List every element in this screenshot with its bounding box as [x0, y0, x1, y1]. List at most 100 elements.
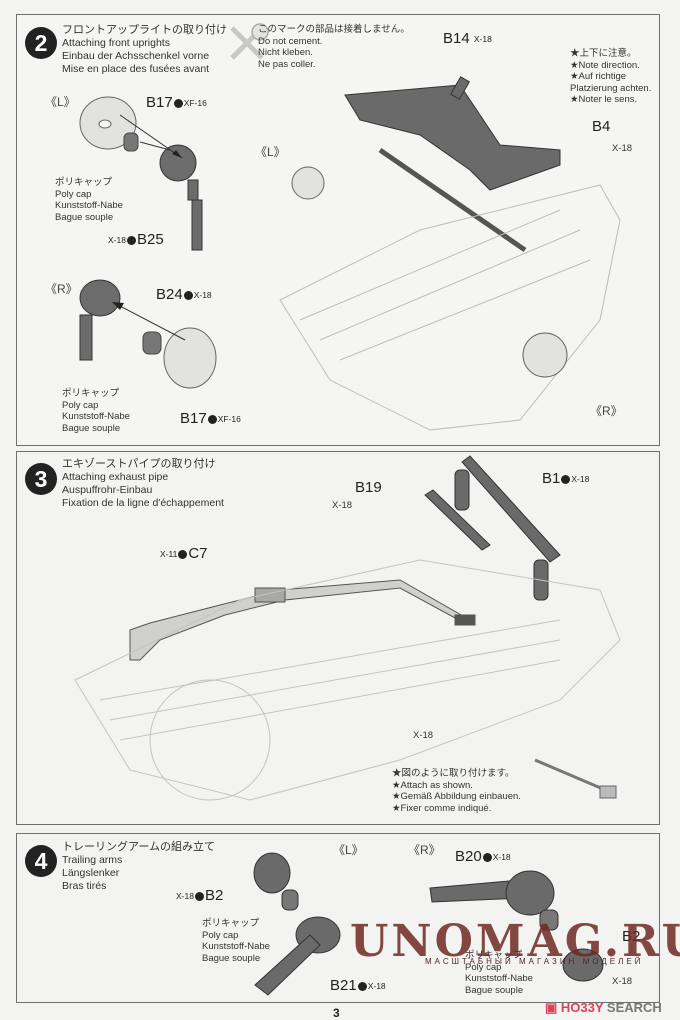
rear-crossmember-illustration: [424, 455, 561, 601]
attach-note: ★図のように取り付けます。 ★Attach as shown. ★Gemäß A…: [392, 768, 521, 814]
note-en: ★Note direction.: [570, 59, 640, 71]
step-number-badge: 4: [25, 845, 57, 877]
paint-code: X-18: [612, 143, 633, 154]
part-id: C7: [188, 545, 208, 562]
paint-code: X-18: [193, 290, 212, 301]
part-id: B17: [180, 410, 207, 427]
no-cement-en: Do not cement.: [258, 35, 323, 47]
paint-code: X-18: [367, 981, 386, 992]
paint-code: XF-16: [183, 98, 207, 109]
part-id: B1: [542, 470, 561, 487]
polycap-jp: ポリキャップ: [55, 177, 113, 188]
left-hub-illustration: [291, 166, 325, 200]
watermark-subtitle: МАСШТАБНЫЙ МАГАЗИН МОДЕЛЕЙ: [425, 957, 644, 966]
polycap-note: ポリキャップ Poly cap Kunststoff-Nabe Bague so…: [62, 388, 130, 434]
polycap-en: Poly cap: [202, 929, 239, 941]
polycap-fr: Bague souple: [62, 422, 121, 434]
chassis-outline: [279, 184, 621, 431]
poly-cap-illustration: [123, 132, 139, 152]
note-jp: ★上下に注意。: [570, 48, 637, 59]
trailing-arm-r-illustration: [429, 870, 604, 982]
paint-icon: [178, 549, 188, 559]
paint-icon: [561, 474, 571, 484]
paint-icon: [194, 891, 204, 901]
side-label-right-main: 《R》: [590, 404, 623, 418]
polycap-note: ポリキャップ Poly cap Kunststoff-Nabe Bague so…: [202, 918, 270, 964]
step-number-badge: 3: [25, 463, 57, 495]
part-id: B21: [330, 977, 357, 994]
front-subframe-illustration: [344, 76, 561, 191]
polycap-note: ポリキャップ Poly cap Kunststoff-Nabe Bague so…: [465, 950, 533, 996]
step-4-panel: [16, 833, 660, 1003]
title-en: Attaching front uprights: [62, 37, 170, 49]
polycap-en: Poly cap: [55, 188, 92, 200]
part-label: B24 X-18: [156, 286, 212, 303]
right-hub-illustration: [522, 332, 568, 378]
inset-detail-illustration: [534, 758, 617, 799]
title-fr: Bras tirés: [62, 880, 107, 892]
title-en: Trailing arms: [62, 854, 123, 866]
part-id: B24: [156, 286, 183, 303]
part-label: B21 X-18: [330, 977, 386, 994]
paint-icon: [207, 414, 217, 424]
paint-code: X-18: [492, 852, 511, 863]
note-en: ★Attach as shown.: [392, 779, 473, 791]
paint-code: X-18: [332, 500, 353, 511]
no-cement-fr: Ne pas coller.: [258, 58, 316, 70]
title-jp: エキゾーストパイプの取り付け: [62, 458, 216, 470]
title-jp: フロントアップライトの取り付け: [62, 24, 227, 36]
paint-code: XF-16: [217, 414, 241, 425]
brake-disc-r-illustration: [163, 327, 217, 389]
paint-icon: [357, 981, 367, 991]
step-3-titles: エキゾーストパイプの取り付け Attaching exhaust pipe Au…: [62, 458, 224, 510]
title-en: Attaching exhaust pipe: [62, 471, 169, 483]
part-id: B2: [622, 928, 641, 945]
side-label-right: 《R》: [45, 282, 78, 296]
paint-code: X-18: [571, 474, 590, 485]
note-de-2: Platzierung achten.: [570, 82, 652, 94]
logo-search: SEARCH: [606, 1000, 662, 1015]
brake-disc-illustration: [79, 96, 137, 150]
note-fr: ★Noter le sens.: [570, 94, 638, 105]
no-cement-icon: [230, 23, 269, 60]
paint-code: X-18: [176, 891, 194, 902]
upright-illustration: [159, 144, 203, 251]
trailing-arm-l-illustration: [253, 852, 341, 996]
polycap-de: Kunststoff-Nabe: [55, 200, 123, 211]
side-label-left: 《L》: [333, 843, 364, 857]
title-jp: トレーリングアームの組み立て: [62, 841, 216, 853]
side-label-left-main: 《L》: [255, 145, 286, 159]
polycap-jp: ポリキャップ: [465, 950, 523, 961]
paint-code: X-18: [108, 235, 126, 246]
no-cement-note: このマークの部品は接着しません。 Do not cement. Nicht kl…: [258, 24, 410, 70]
watermark: UNOMAG.RU: [350, 916, 680, 967]
title-de: Auspuffrohr-Einbau: [62, 484, 153, 496]
title-de: Längslenker: [62, 867, 120, 879]
polycap-fr: Bague souple: [55, 211, 114, 223]
title-de: Einbau der Achsschenkel vorne: [62, 50, 210, 62]
chassis-underside-outline: [74, 559, 621, 801]
logo-hobby: ▣ HO33Y: [545, 1000, 604, 1015]
part-id: B19: [355, 479, 382, 496]
part-label: B2: [622, 928, 640, 945]
note-jp: ★図のように取り付けます。: [392, 768, 515, 779]
part-label: B14 X-18: [443, 30, 492, 47]
part-id: B14: [443, 30, 470, 47]
note-de-1: ★Auf richtige: [570, 71, 627, 82]
title-fr: Fixation de la ligne d'échappement: [62, 497, 224, 509]
step-number-badge: 2: [25, 27, 57, 59]
page-number: 3: [333, 1006, 340, 1020]
paint-code: X-18: [612, 976, 633, 987]
paint-code: X-18: [473, 34, 492, 45]
polycap-en: Poly cap: [465, 961, 502, 973]
part-label: B19: [355, 479, 382, 496]
hobby-search-logo: ▣ HO33Y SEARCH: [545, 1000, 662, 1016]
polycap-de: Kunststoff-Nabe: [62, 411, 130, 422]
part-id: B2: [204, 887, 224, 904]
part-label: X-18 B2: [176, 887, 223, 904]
